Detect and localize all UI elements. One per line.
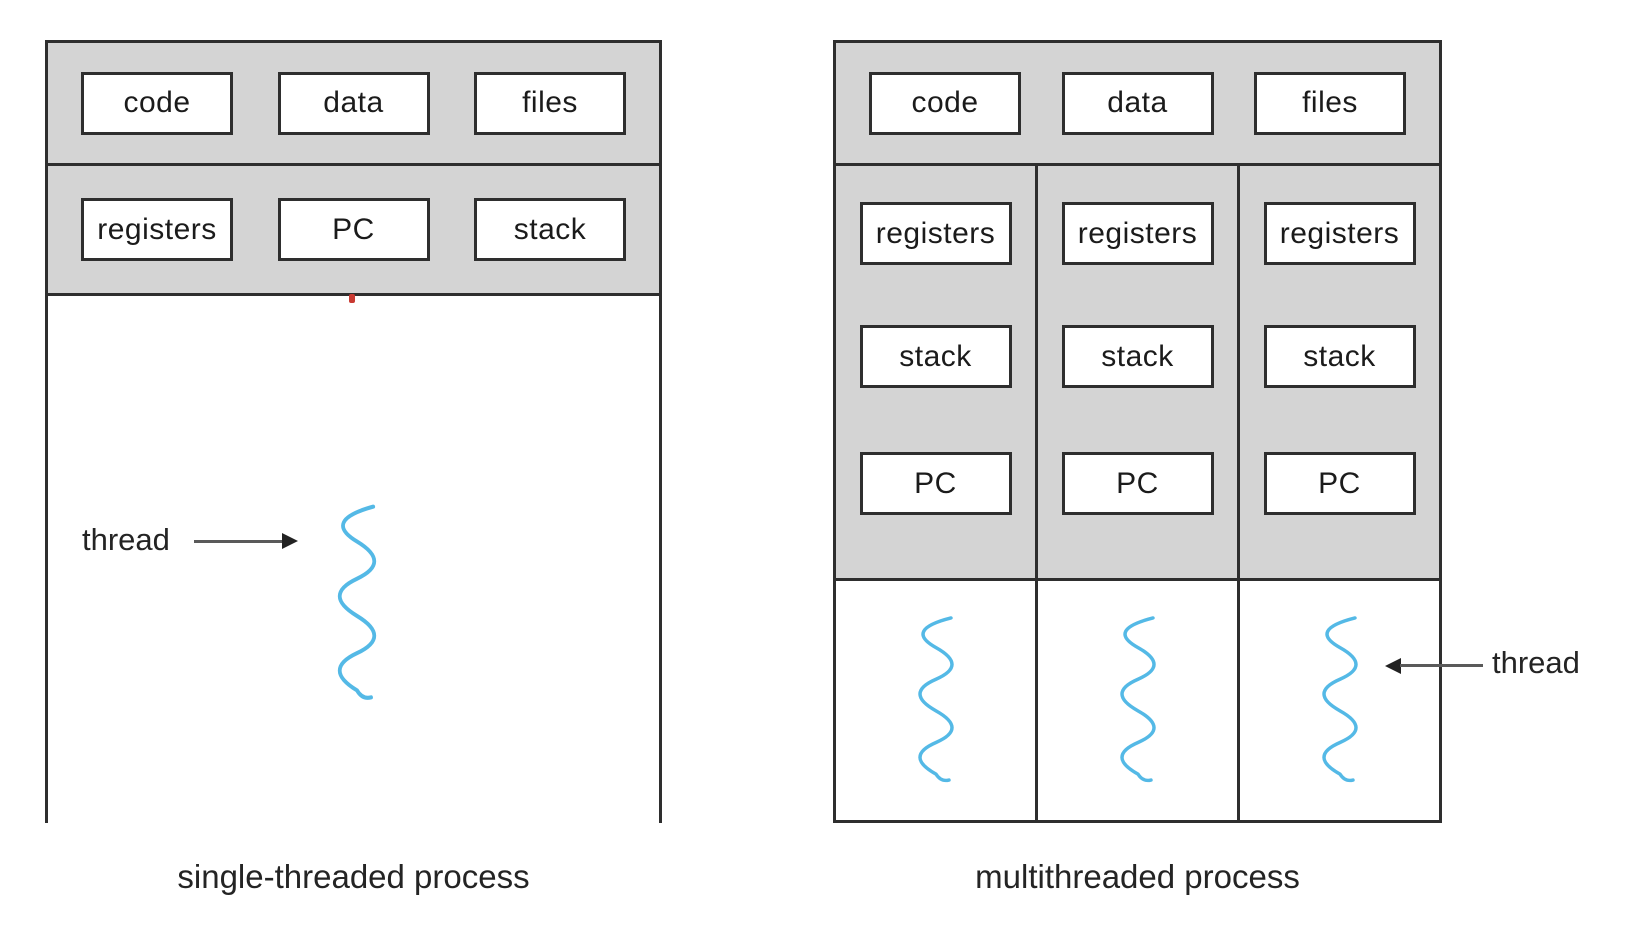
thread-column-1: registers stack PC bbox=[836, 166, 1035, 820]
right-caption: multithreaded process bbox=[975, 858, 1300, 895]
registers-box: registers bbox=[859, 202, 1012, 265]
pc-box: PC bbox=[1263, 452, 1416, 515]
thread-state-section: registers stack PC bbox=[1038, 166, 1237, 581]
pc-box: PC bbox=[1061, 452, 1214, 515]
single-threaded-process-diagram: code data files registers PC stack bbox=[45, 40, 662, 823]
thread-columns: registers stack PC registers stack PC bbox=[836, 166, 1439, 820]
left-caption: single-threaded process bbox=[177, 858, 530, 895]
thread-squiggle-icon bbox=[338, 504, 376, 700]
stack-box: stack bbox=[1263, 325, 1416, 388]
thread-squiggle-icon bbox=[917, 616, 954, 783]
thread-label: thread bbox=[1492, 645, 1580, 680]
pc-box: PC bbox=[277, 198, 430, 261]
thread-area bbox=[1240, 581, 1439, 820]
thread-squiggle-icon bbox=[1321, 616, 1358, 783]
registers-box: registers bbox=[81, 198, 233, 261]
stack-box: stack bbox=[474, 198, 626, 261]
thread-area bbox=[836, 581, 1035, 820]
data-box: data bbox=[1061, 71, 1214, 135]
multithreaded-process-diagram: code data files registers stack PC regis… bbox=[833, 40, 1442, 823]
registers-box: registers bbox=[1263, 202, 1416, 265]
red-scan-artifact bbox=[349, 294, 355, 303]
files-box: files bbox=[1254, 71, 1406, 135]
thread-column-2: registers stack PC bbox=[1035, 166, 1237, 820]
stack-box: stack bbox=[859, 325, 1012, 388]
thread-squiggle-icon bbox=[1119, 616, 1156, 783]
thread-arrow-line bbox=[1400, 664, 1483, 667]
shared-resources-section: code data files bbox=[836, 43, 1439, 166]
pc-box: PC bbox=[859, 452, 1012, 515]
arrow-right-icon bbox=[282, 533, 298, 549]
thread-state-section: registers stack PC bbox=[1240, 166, 1439, 581]
stack-box: stack bbox=[1061, 325, 1214, 388]
shared-resources-section: code data files bbox=[48, 43, 659, 166]
thread-column-3: registers stack PC bbox=[1237, 166, 1439, 820]
registers-box: registers bbox=[1061, 202, 1214, 265]
files-box: files bbox=[474, 71, 626, 135]
thread-state-section: registers PC stack bbox=[48, 166, 659, 296]
arrow-left-icon bbox=[1385, 658, 1401, 674]
thread-label: thread bbox=[82, 522, 170, 557]
thread-arrow-line bbox=[194, 540, 284, 543]
thread-area bbox=[48, 294, 659, 823]
data-box: data bbox=[277, 71, 430, 135]
code-box: code bbox=[81, 71, 233, 135]
thread-area bbox=[1038, 581, 1237, 820]
code-box: code bbox=[869, 71, 1021, 135]
thread-state-section: registers stack PC bbox=[836, 166, 1035, 581]
